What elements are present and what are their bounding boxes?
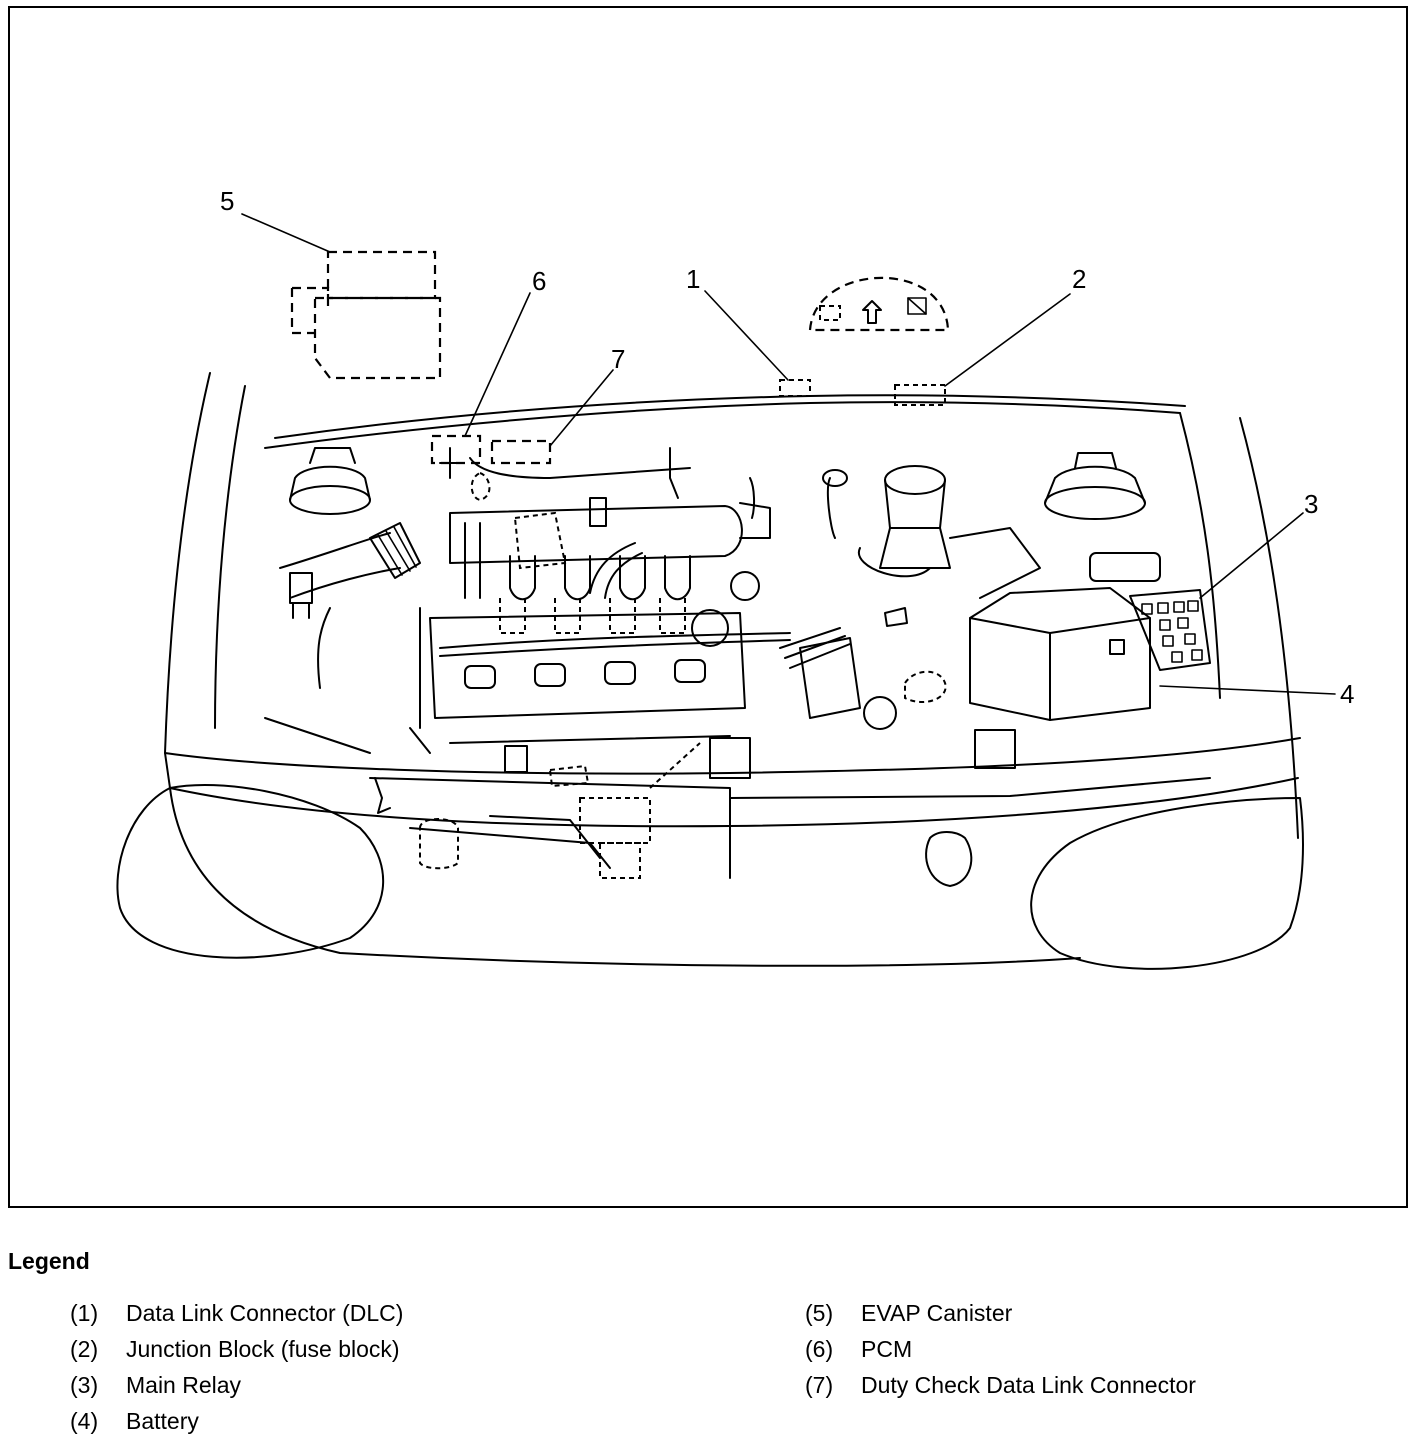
callout-3: 3: [1304, 489, 1318, 519]
legend-item-junction-block: (2) Junction Block (fuse block): [70, 1331, 403, 1367]
legend-item-number: (7): [805, 1372, 834, 1398]
leader-lines: [241, 213, 1336, 695]
brake-master-cylinder: [779, 465, 1161, 730]
callout-5: 5: [220, 186, 234, 216]
battery: [969, 587, 1151, 721]
legend-item-text: Data Link Connector (DLC): [126, 1300, 404, 1326]
callout-6: 6: [532, 266, 546, 296]
legend-item-text: Main Relay: [126, 1372, 242, 1398]
misc-hoses: [264, 447, 756, 754]
legend-item-number: (2): [70, 1336, 99, 1362]
strut-towers: [289, 447, 1146, 520]
legend-item-pcm: (6) PCM: [805, 1331, 1196, 1367]
car-body-outline: [164, 372, 1301, 967]
pcm-connector-area: [430, 434, 691, 502]
legend-item-text: Junction Block (fuse block): [126, 1336, 400, 1362]
legend-item-text: EVAP Canister: [861, 1300, 1013, 1326]
legend-item-text: Battery: [126, 1408, 199, 1434]
legend-item-text: PCM: [861, 1336, 913, 1362]
legend-item-number: (1): [70, 1300, 99, 1326]
engine-block: [409, 497, 791, 754]
legend-item-text: Duty Check Data Link Connector: [861, 1372, 1196, 1398]
evap-canister: [290, 250, 442, 380]
diagram-frame: 5 6 7 1 2 3 4: [8, 6, 1408, 1208]
callout-1: 1: [686, 264, 700, 294]
legend-item-duty-check-connector: (7) Duty Check Data Link Connector: [805, 1367, 1196, 1403]
callout-7: 7: [611, 344, 625, 374]
callout-labels: 5 6 7 1 2 3 4: [220, 186, 1354, 709]
legend-item-number: (4): [70, 1408, 99, 1434]
air-intake-hose: [279, 522, 421, 619]
legend-item-number: (6): [805, 1336, 834, 1362]
engine-bay-diagram: 5 6 7 1 2 3 4: [116, 186, 1354, 970]
main-relay-block: [1129, 589, 1211, 671]
callout-4: 4: [1340, 679, 1354, 709]
legend-left-column: (1) Data Link Connector (DLC) (2) Juncti…: [70, 1295, 403, 1439]
legend-item-main-relay: (3) Main Relay: [70, 1367, 403, 1403]
dash-connectors: [779, 276, 950, 406]
front-wheels: [116, 783, 1304, 970]
legend-item-evap-canister: (5) EVAP Canister: [805, 1295, 1196, 1331]
legend-title: Legend: [8, 1248, 90, 1274]
legend-item-number: (3): [70, 1372, 99, 1398]
legend-item-dlc: (1) Data Link Connector (DLC): [70, 1295, 403, 1331]
legend-right-column: (5) EVAP Canister (6) PCM (7) Duty Check…: [805, 1295, 1196, 1403]
legend-item-number: (5): [805, 1300, 834, 1326]
front-crossmember: [369, 729, 1211, 887]
legend-item-battery: (4) Battery: [70, 1403, 403, 1439]
callout-2: 2: [1072, 264, 1086, 294]
